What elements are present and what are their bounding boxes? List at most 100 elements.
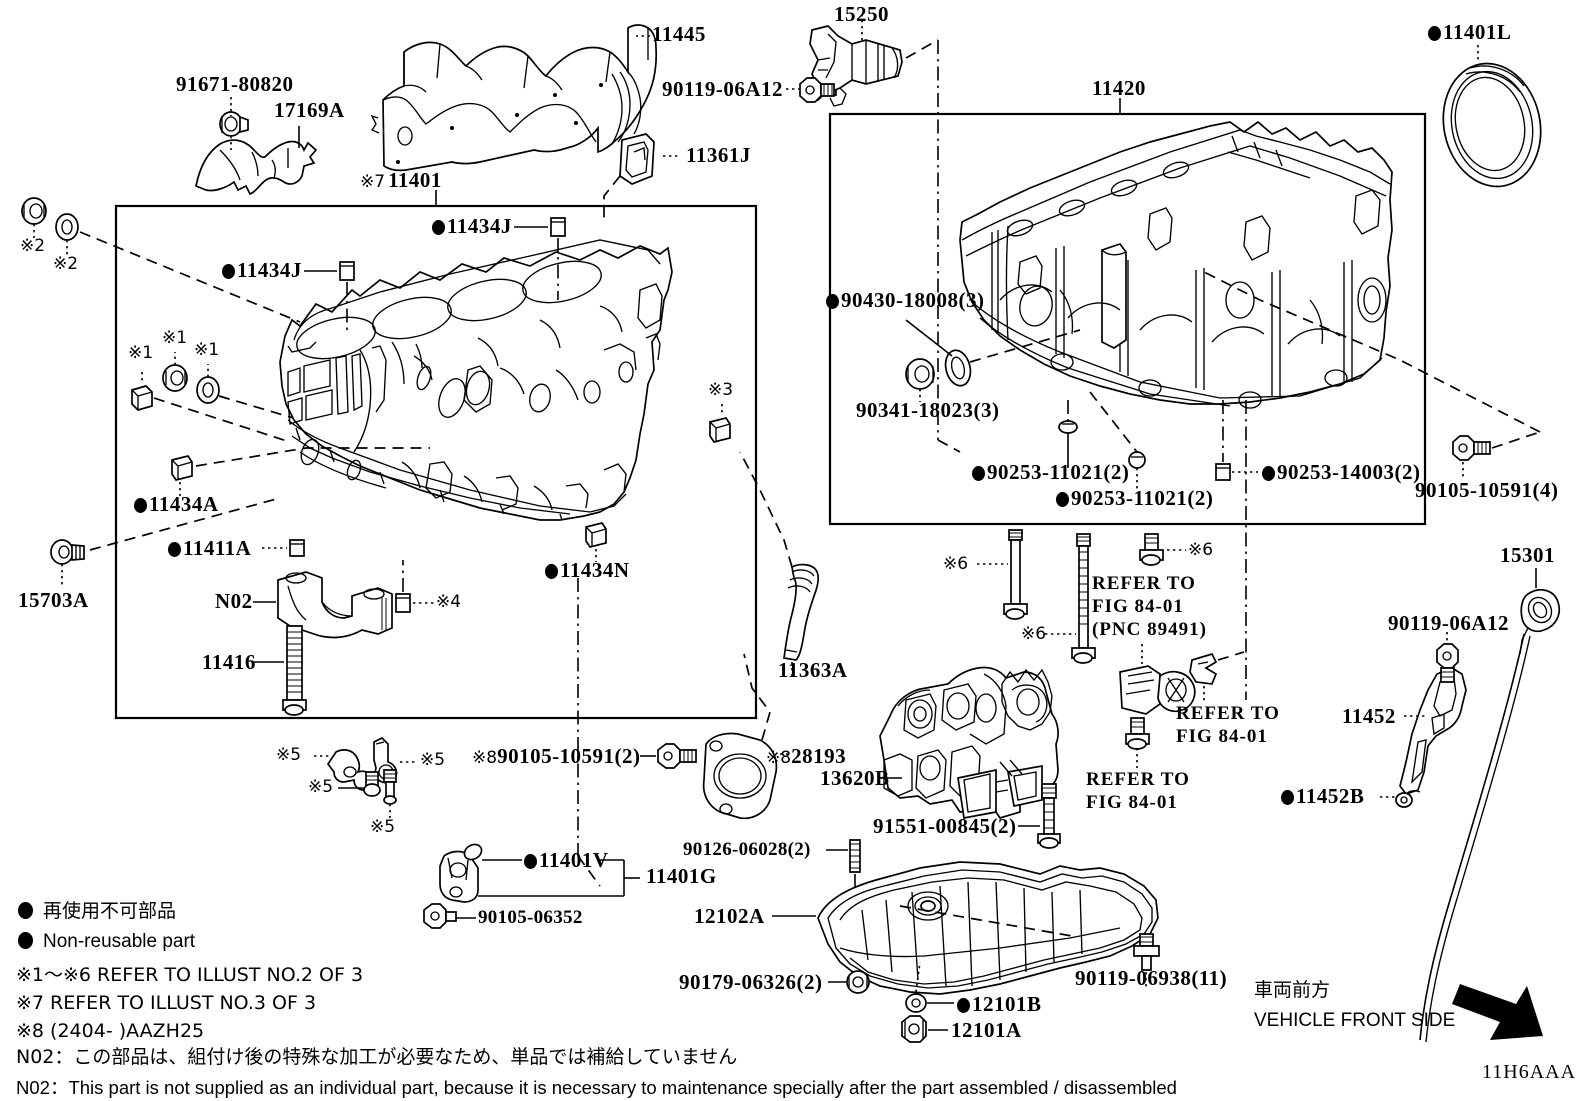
vehicle-front-arrow [1452,984,1543,1040]
callout-11416: 11416 [202,650,256,674]
part-N02-bearing-cap [277,571,393,639]
part-91551-00845-bolt [1037,783,1061,849]
callout-12101A: 12101A [951,1018,1022,1042]
part-fig8401-sensor [1119,665,1196,715]
callout-15250: 15250 [834,2,889,26]
legend-note-3: ※8 (2404- )AAZH25 [16,1020,205,1042]
part-90105-10591-2-bolt [657,743,697,769]
nonreusable-dot [168,542,181,557]
callout-11452B: 11452B [1281,786,1364,807]
callout-90119-06A12-dipstick: 90119-06A12 [1388,611,1509,635]
part-11401L-oil-seal [1442,62,1542,188]
part-11445-cover [370,24,658,172]
group-box-11420 [828,112,1427,526]
part-12101A-drain-plug [901,1015,927,1043]
nonreusable-dot [826,294,839,309]
callout-90341-18023: 90341-18023(3) [856,398,1000,422]
nonreusable-dot [1262,466,1275,481]
callout-11434A: 11434A [134,494,219,515]
part-ast1-washer [196,376,220,404]
vehicle-front-jp: 車両前方 [1254,979,1331,1001]
callout-refer-fig84-01-a: REFER TO FIG 84-01 (PNC 89491) [1092,573,1207,641]
callout-ast6-a: ※6 [943,554,969,574]
callout-11401-number: 11401 [388,168,442,192]
callout-90253-11021-a: 90253-11021(2) [972,462,1129,483]
part-11363A-hose [783,563,820,661]
callout-11420: 11420 [1092,76,1146,100]
callout-ast2-a: ※2 [20,236,46,256]
part-91671-80820-nut [219,111,249,137]
part-15250-ocv-valve [809,25,903,107]
part-11452B-oring [1395,792,1413,808]
part-11434N-pin [585,522,607,548]
callout-11363A: 11363A [778,658,848,682]
nonreusable-dot [1056,492,1069,507]
vehicle-front-en: VEHICLE FRONT SIDE [1254,1010,1456,1031]
part-90253-11021-ring-b [1128,451,1146,469]
part-90253-11021-ring-a [1058,420,1078,434]
legend-note-4: N02：この部品は、組付け後の特殊な加工が必要なため、単品では補給していません [16,1046,738,1068]
callout-ast6-c: ※6 [1188,540,1214,560]
callout-ast5-a: ※5 [276,745,302,765]
part-11452-dipstick-tube [1399,667,1467,796]
callout-91671-80820: 91671-80820 [176,72,294,96]
callout-13620B: 13620B [820,766,890,790]
part-12101B-washer [905,993,927,1013]
part-12102A-oil-pan [817,861,1159,995]
callout-90253-11021-b: 90253-11021(2) [1056,488,1213,509]
callout-28193: ※828193 [766,744,847,768]
callout-15703A: 15703A [18,588,89,612]
callout-N02: N02 [215,589,253,613]
callout-ast5-d: ※5 [370,817,396,837]
part-ast2-washer [55,213,79,241]
ast-marker-8b: ※8 [766,748,792,768]
callout-ast1-c: ※1 [194,340,220,360]
callout-11361J: 11361J [686,143,751,167]
part-ast3-pin [709,417,731,443]
callout-12102A: 12102A [694,904,765,928]
callout-90105-06352: 90105-06352 [478,907,583,928]
part-28193-gasket [702,732,778,820]
part-11401-cylinder-block [279,239,673,521]
part-17169A-bracket [195,139,318,196]
callout-ast2-b: ※2 [53,254,79,274]
legend-note-1: ※1～※6 REFER TO ILLUST NO.2 OF 3 [16,964,364,986]
legend-note-5: N02：This part is not supplied as an indi… [16,1077,1177,1098]
legend-nonreusable-jp: 再使用不可部品 [18,902,176,921]
callout-90430-18008: 90430-18008(3) [826,290,984,311]
callout-17169A: 17169A [274,98,345,122]
part-11361J-gasket [619,133,655,185]
callout-ast5-c: ※5 [308,777,334,797]
callout-90105-10591-4: 90105-10591(4) [1415,478,1559,502]
ast-marker-8: ※8 [472,748,498,768]
part-90179-06326-nut [846,970,870,994]
callout-90126-06028: 90126-06028(2) [683,839,811,860]
callout-91551-00845: 91551-00845(2) [873,814,1017,838]
ast-marker-7: ※7 [360,172,386,192]
callout-11452: 11452 [1342,704,1396,728]
callout-ast5-b: ※5 [420,750,446,770]
part-ast6-bolt-a [1003,529,1028,620]
nonreusable-dot [18,902,33,919]
part-90119-06A12-bolt-dipstick [1436,643,1459,683]
callout-11401V: 11401V [524,850,609,871]
nonreusable-dot [1428,26,1441,41]
part-90126-06028-stud [849,839,861,873]
part-11416-bolt [282,625,307,716]
callout-90105-10591-2: ※890105-10591(2) [472,744,641,768]
callout-15301: 15301 [1500,543,1555,567]
nonreusable-dot [134,498,147,513]
callout-90179-06326: 90179-06326(2) [679,970,823,994]
part-15703A-oil-filter [50,539,85,565]
callout-11434J-upper: 11434J [432,216,512,237]
callout-ast1-a: ※1 [128,343,154,363]
callout-ast4: ※4 [436,592,462,612]
diagram-code: 11H6AAA [1482,1061,1577,1083]
nonreusable-dot [1281,790,1294,805]
callout-11434J-lower: 11434J [222,260,302,281]
part-fig8401-clip [1189,652,1218,685]
part-fig8401-bolt [1125,717,1150,750]
part-11434J-pin-upper [550,217,566,237]
callout-90253-14003: 90253-14003(2) [1262,462,1420,483]
